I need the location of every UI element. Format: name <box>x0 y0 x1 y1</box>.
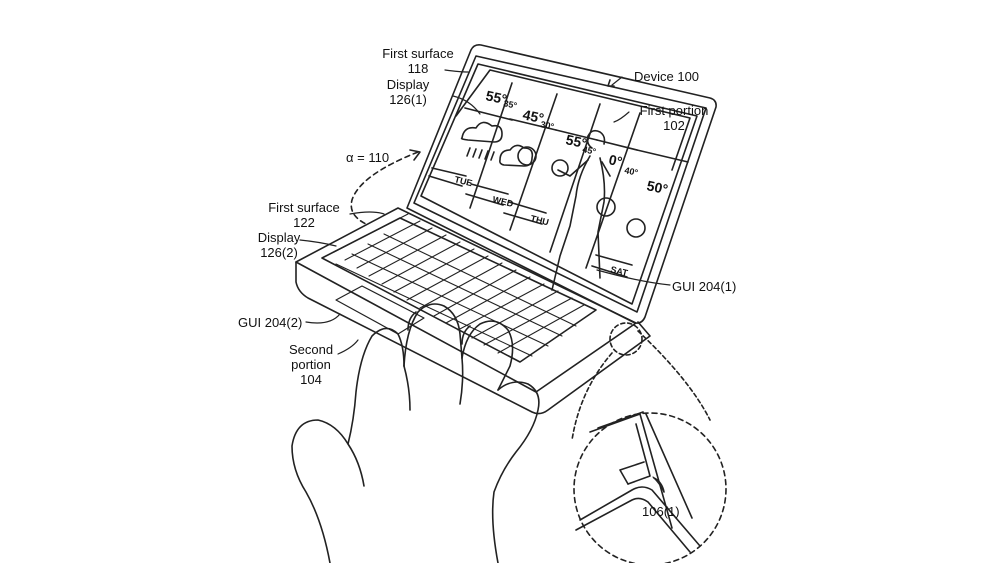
temp-low-4: 40° <box>624 165 640 178</box>
label-device-100: Device 100 <box>634 69 700 84</box>
label-first-surface-122: First surface 122 <box>268 200 340 230</box>
day-label-3: THU <box>530 213 550 227</box>
label-alpha-110: α = 110 <box>346 150 390 165</box>
label-first-portion-102: First portion 102 <box>639 103 709 133</box>
label-second-portion-104: Second portion 104 <box>288 342 334 387</box>
keyboard <box>333 213 585 357</box>
label-first-surface-118: First surface 118 <box>382 46 454 76</box>
leader-lines <box>299 69 671 493</box>
label-gui-204-1: GUI 204(1) <box>672 279 737 294</box>
day-label-1: TUE <box>454 174 474 188</box>
label-display-126-1: Display 126(1) <box>386 77 430 107</box>
day-label-2: WED <box>492 194 515 209</box>
temp-high-3: 55° <box>564 131 588 151</box>
temp-high-1: 55° <box>484 87 508 107</box>
day-label-4: SAT <box>610 264 630 278</box>
label-display-126-2: Display 126(2) <box>257 230 301 260</box>
hand <box>291 303 540 564</box>
angle-arc <box>350 151 419 225</box>
trackpad <box>335 285 425 335</box>
label-106-1: 106(1) <box>642 504 680 519</box>
temp-low-2: 30° <box>540 119 556 132</box>
display-126-1 <box>420 63 698 305</box>
label-gui-204-2: GUI 204(2) <box>238 315 303 330</box>
weather-app: 55° 35° 45° 30° 55° 45° 0° 40° 50° TUE W… <box>454 87 670 278</box>
temp-low-3: 45° <box>582 144 598 157</box>
temp-low-1: 35° <box>503 98 519 111</box>
temp-high-5: 50° <box>645 177 669 197</box>
temp-high-2: 45° <box>521 106 545 126</box>
first-portion-lid <box>406 44 717 324</box>
detail-inset <box>571 322 727 566</box>
temp-high-4: 0° <box>607 151 623 169</box>
